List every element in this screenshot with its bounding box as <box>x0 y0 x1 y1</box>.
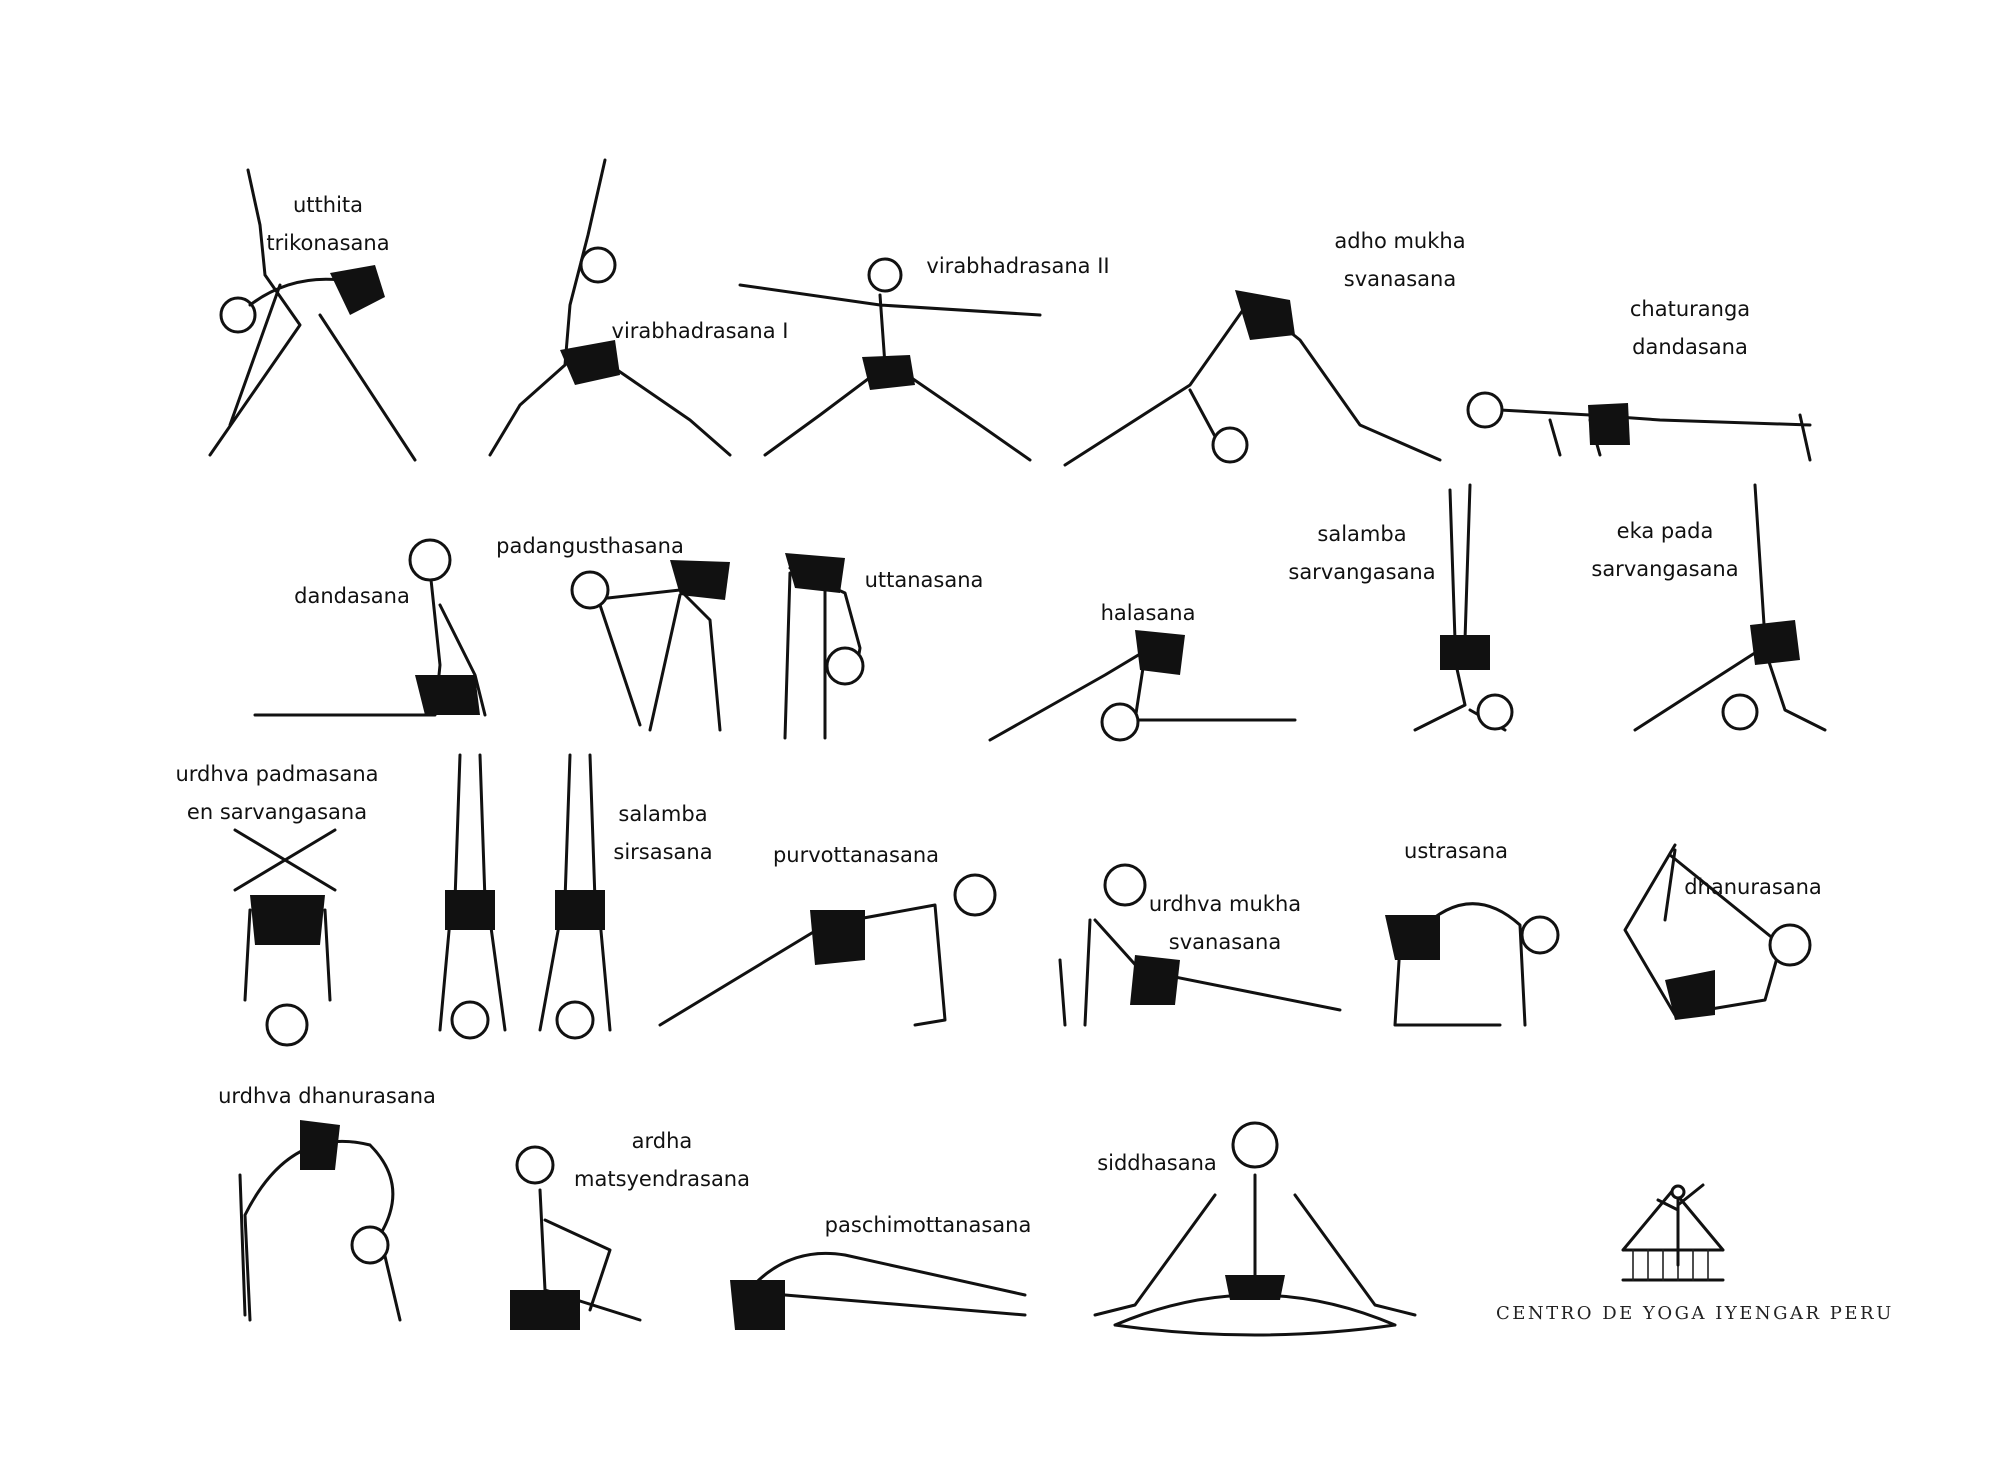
pose-label-salamba-sarvangasana: salamba sarvangasana <box>1288 515 1435 591</box>
pose-label-adho-mukha-svanasana: adho mukha svanasana <box>1334 222 1465 298</box>
pose-label-salamba-sirsasana: salamba sirsasana <box>613 795 712 871</box>
label-line: urdhva dhanurasana <box>218 1084 436 1108</box>
pose-utthita-trikonasana-figure <box>190 165 470 465</box>
pose-salamba-sarvangasana-figure <box>1395 480 1525 745</box>
label-line: urdhva padmasana <box>175 762 379 786</box>
label-line: ardha <box>631 1129 693 1153</box>
label-line: virabhadrasana II <box>926 254 1110 278</box>
pose-padangusthasana-figure <box>560 550 740 735</box>
logo-text: CENTRO DE YOGA IYENGAR PERU <box>1496 1303 1894 1324</box>
pose-label-padangusthasana: padangusthasana <box>496 527 684 565</box>
label-line: matsyendrasana <box>574 1167 750 1191</box>
label-line: adho mukha <box>1334 229 1466 253</box>
pose-label-dandasana: dandasana <box>294 577 410 615</box>
label-line: purvottanasana <box>772 843 940 867</box>
label-line: trikonasana <box>266 231 390 255</box>
pose-label-chaturanga-dandasana: chaturanga dandasana <box>1630 290 1750 366</box>
pose-label-siddhasana: siddhasana <box>1097 1144 1217 1182</box>
label-line: sarvangasana <box>1288 560 1436 584</box>
label-line: svanasana <box>1168 930 1282 954</box>
pose-purvottanasana-figure <box>655 870 1000 1035</box>
label-line: salamba <box>618 802 708 826</box>
pose-chaturanga-dandasana-figure <box>1460 375 1820 470</box>
pose-label-dhanurasana: dhanurasana <box>1684 868 1822 906</box>
pose-ustrasana-figure <box>1380 875 1560 1035</box>
pose-label-halasana: halasana <box>1101 594 1196 632</box>
label-line: chaturanga <box>1629 297 1751 321</box>
pose-virabhadrasana-2-figure <box>738 245 1060 465</box>
pose-urdhva-padmasana-figure <box>225 810 350 1050</box>
pose-virabhadrasana-1-figure <box>470 155 750 465</box>
pose-halasana-figure <box>985 625 1305 745</box>
pose-label-uttanasana: uttanasana <box>865 561 984 599</box>
pose-dandasana-figure <box>235 535 515 740</box>
pose-salamba-sirsasana-figure <box>430 750 620 1045</box>
label-line: salamba <box>1317 522 1407 546</box>
pose-siddhasana-figure <box>1085 1115 1425 1337</box>
pose-label-ustrasana: ustrasana <box>1404 832 1508 870</box>
label-line: dhanurasana <box>1684 875 1822 899</box>
pose-label-virabhadrasana-1: virabhadrasana I <box>612 312 789 350</box>
pose-adho-mukha-svanasana-figure <box>1060 285 1460 470</box>
label-line: paschimottanasana <box>824 1213 1032 1237</box>
label-line: svanasana <box>1343 267 1457 291</box>
label-line: halasana <box>1100 601 1196 625</box>
label-line: sarvangasana <box>1591 557 1739 581</box>
label-line: uttanasana <box>864 568 984 592</box>
pose-label-utthita-trikonasana: utthita trikonasana <box>266 186 389 262</box>
label-line: dandasana <box>294 584 410 608</box>
pose-label-eka-pada-sarvangasana: eka pada sarvangasana <box>1591 512 1738 588</box>
label-line: virabhadrasana I <box>611 319 789 343</box>
label-line: en sarvangasana <box>186 800 368 824</box>
pose-uttanasana-figure <box>770 548 910 743</box>
pose-paschimottanasana-figure <box>725 1235 1030 1335</box>
pose-label-purvottanasana: purvottanasana <box>773 836 939 874</box>
yoga-center-logo-icon <box>1618 1180 1728 1285</box>
pose-label-urdhva-padmasana: urdhva padmasana en sarvangasana <box>175 755 378 831</box>
pose-label-urdhva-dhanurasana: urdhva dhanurasana <box>218 1077 436 1115</box>
label-line: sirsasana <box>613 840 713 864</box>
pose-label-urdhva-mukha-svanasana: urdhva mukha svanasana <box>1149 885 1301 961</box>
label-line: eka pada <box>1616 519 1714 543</box>
label-line: urdhva mukha <box>1148 892 1302 916</box>
label-line: padangusthasana <box>496 534 684 558</box>
pose-ardha-matsyendrasana-figure <box>500 1140 650 1335</box>
pose-urdhva-mukha-svanasana-figure <box>1040 860 1350 1035</box>
pose-dhanurasana-figure <box>1605 840 1825 1035</box>
label-line: dandasana <box>1632 335 1748 359</box>
pose-label-virabhadrasana-2: virabhadrasana II <box>926 247 1109 285</box>
label-line: utthita <box>292 193 364 217</box>
pose-eka-pada-sarvangasana-figure <box>1625 480 1845 750</box>
label-line: siddhasana <box>1097 1151 1217 1175</box>
pose-label-ardha-matsyendrasana: ardha matsyendrasana <box>574 1122 750 1198</box>
label-line: ustrasana <box>1404 839 1508 863</box>
pose-urdhva-dhanurasana-figure <box>230 1115 430 1330</box>
pose-label-paschimottanasana: paschimottanasana <box>825 1206 1032 1244</box>
